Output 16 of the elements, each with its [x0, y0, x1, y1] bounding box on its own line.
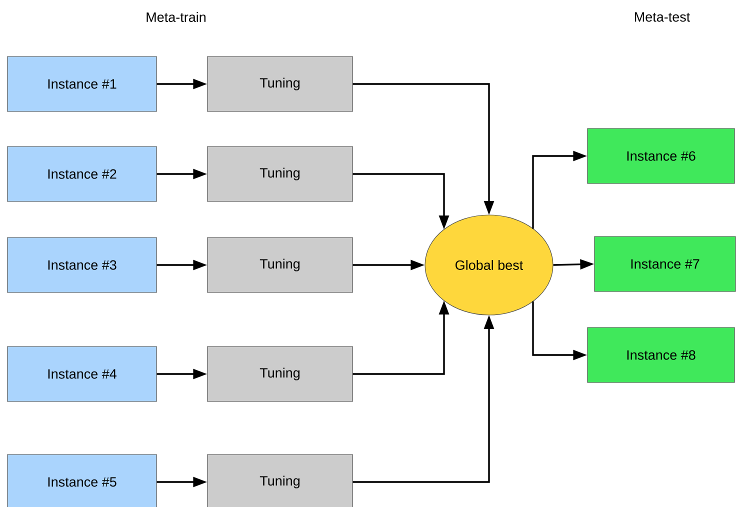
- process-box: Instance #7: [594, 236, 736, 292]
- column-heading: Meta-train: [146, 12, 206, 22]
- process-box: Tuning: [207, 237, 353, 293]
- process-box: Instance #8: [587, 327, 735, 383]
- process-box: Instance #2: [7, 146, 157, 202]
- column-heading: Meta-test: [634, 12, 690, 22]
- process-box: Tuning: [207, 146, 353, 202]
- process-box: Tuning: [207, 454, 353, 507]
- process-box: Instance #6: [587, 128, 735, 184]
- process-box: Instance #1: [7, 56, 157, 112]
- process-box: Tuning: [207, 346, 353, 402]
- process-box: Tuning: [207, 56, 353, 112]
- process-box: Instance #3: [7, 237, 157, 293]
- process-box: Instance #5: [7, 454, 157, 507]
- process-box: Instance #4: [7, 346, 157, 402]
- ellipse-node: Global best: [424, 214, 554, 316]
